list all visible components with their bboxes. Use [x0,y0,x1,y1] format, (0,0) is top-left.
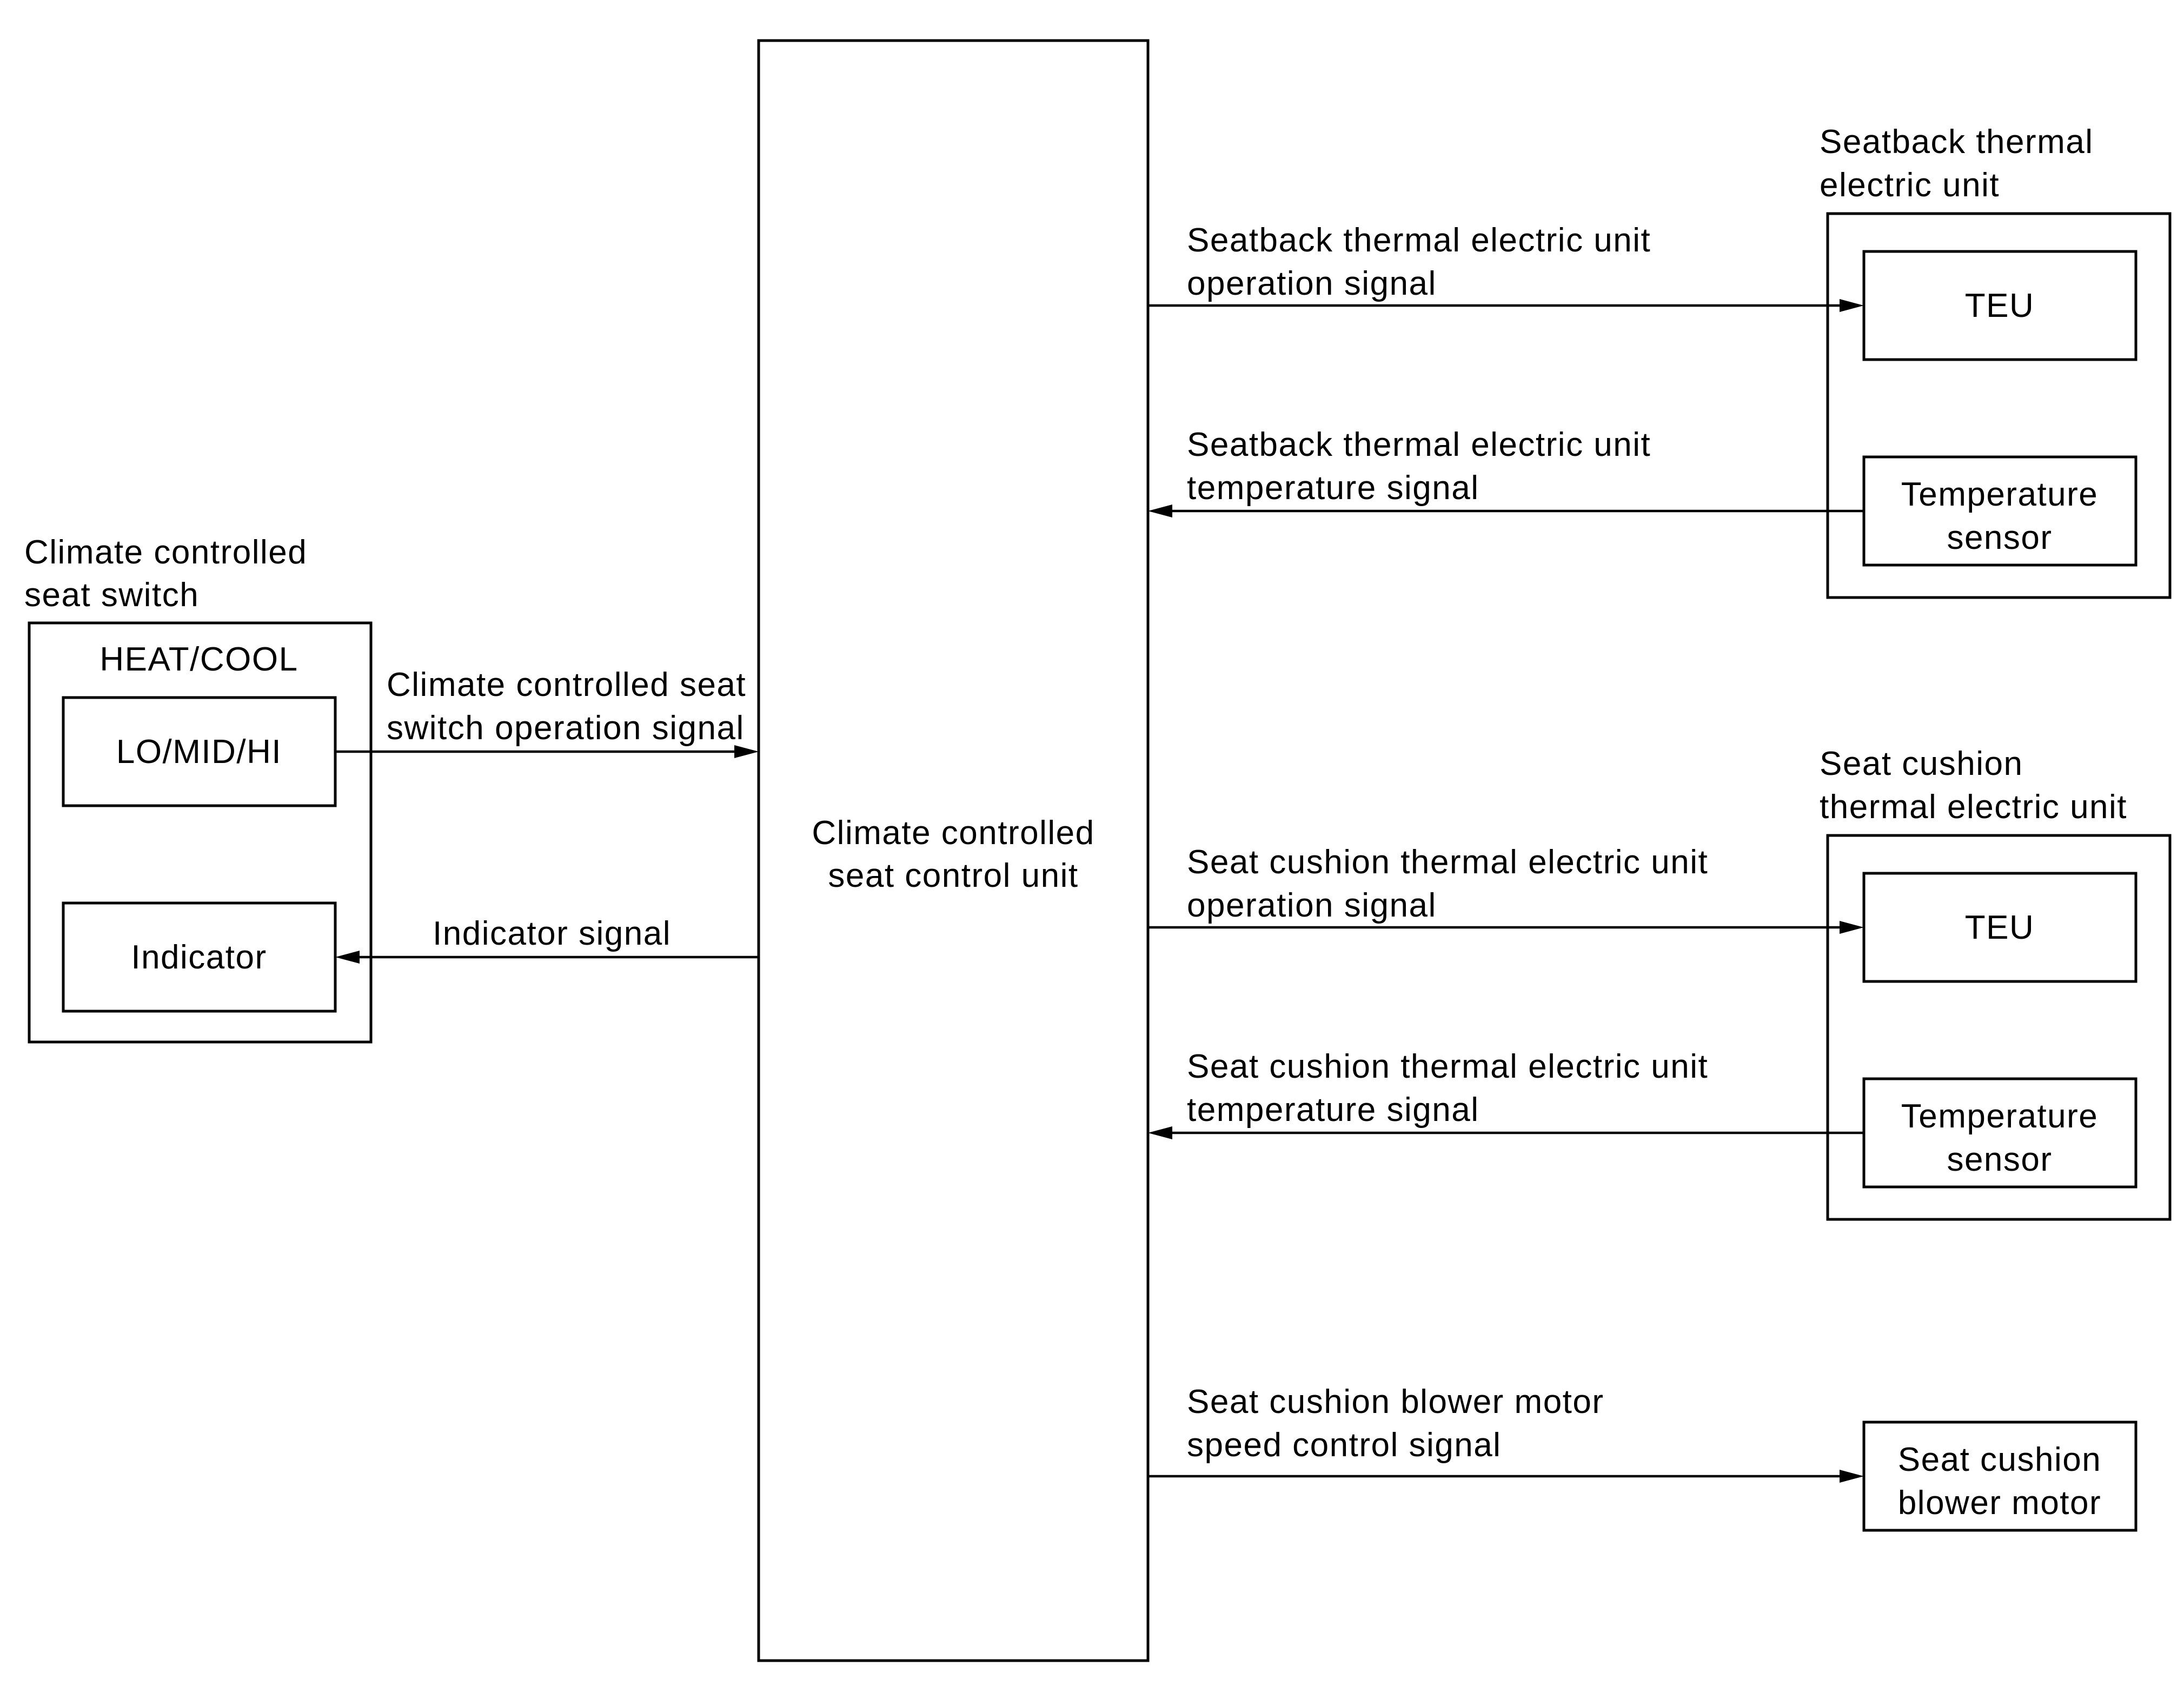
control-unit-label-line1: Climate controlled [812,814,1094,852]
indicator-signal: Indicator signal [335,915,759,964]
seatback-temperature-signal: Seatback thermal electric unit temperatu… [1148,426,1864,517]
seatback-op-signal-arrowhead [1840,299,1864,312]
control-unit-label-line2: seat control unit [828,857,1078,894]
blower-signal-line2: speed control signal [1187,1426,1501,1464]
heat-cool-label: HEAT/COOL [99,641,298,678]
seatback-unit-title-line2: electric unit [1820,167,2000,204]
seatback-teu-group: Seatback thermal electric unit TEU Tempe… [1820,123,2172,599]
seat-control-unit: Climate controlled seat control unit [757,39,1150,1662]
switch-op-signal-line2: switch operation signal [387,709,745,747]
cushion-op-signal-arrowhead [1840,921,1864,934]
indicator-signal-label: Indicator signal [433,915,671,952]
seatback-temp-signal-arrowhead [1148,505,1172,517]
lo-mid-hi-label: LO/MID/HI [116,733,282,771]
cushion-teu-label: TEU [1965,909,2035,946]
seatback-temp-signal-line1: Seatback thermal electric unit [1187,426,1651,463]
cushion-temp-signal-line1: Seat cushion thermal electric unit [1187,1048,1708,1085]
cushion-op-signal-line1: Seat cushion thermal electric unit [1187,844,1708,881]
seatback-unit-box [1826,212,2172,599]
seat-switch-title-line2: seat switch [24,576,199,614]
cushion-temp-signal-line2: temperature signal [1187,1091,1479,1129]
blower-motor-group: Seat cushion blower motor [1862,1421,2137,1532]
control-unit-box [757,39,1150,1662]
blower-speed-signal: Seat cushion blower motor speed control … [1148,1383,1864,1483]
seatback-teu-label: TEU [1965,287,2035,324]
seatback-op-signal-line1: Seatback thermal electric unit [1187,222,1651,259]
seat-switch-group: Climate controlled seat switch HEAT/COOL… [24,534,373,1044]
seatback-unit-title-line1: Seatback thermal [1820,123,2093,161]
seatback-temp-signal-line2: temperature signal [1187,469,1479,507]
seatback-op-signal-line2: operation signal [1187,265,1437,302]
cushion-temp-signal-arrowhead [1148,1126,1172,1139]
cushion-unit-box [1826,834,2172,1221]
switch-operation-signal: Climate controlled seat switch operation… [335,666,759,758]
seat-switch-title-line1: Climate controlled [24,534,307,571]
blower-motor-label-line2: blower motor [1898,1484,2101,1522]
switch-op-signal-arrowhead [734,745,759,758]
indicator-signal-arrowhead [335,951,360,964]
cushion-operation-signal: Seat cushion thermal electric unit opera… [1148,844,1864,934]
indicator-label: Indicator [131,939,267,976]
cushion-op-signal-line2: operation signal [1187,887,1437,924]
blower-motor-label-line1: Seat cushion [1898,1441,2101,1478]
cushion-sensor-label-line1: Temperature [1901,1098,2099,1135]
seatback-sensor-label-line2: sensor [1947,519,2052,556]
seat-switch-box [28,621,373,1044]
cushion-unit-title-line1: Seat cushion [1820,745,2023,782]
blower-signal-line1: Seat cushion blower motor [1187,1383,1604,1421]
cushion-unit-title-line2: thermal electric unit [1820,788,2127,826]
seatback-operation-signal: Seatback thermal electric unit operation… [1148,222,1864,312]
cushion-temperature-signal: Seat cushion thermal electric unit tempe… [1148,1048,1864,1139]
cushion-sensor-label-line2: sensor [1947,1141,2052,1178]
seatback-sensor-label-line1: Temperature [1901,476,2099,513]
blower-signal-arrowhead [1840,1470,1864,1483]
switch-op-signal-line1: Climate controlled seat [387,666,746,704]
cushion-teu-group: Seat cushion thermal electric unit TEU T… [1820,745,2172,1221]
